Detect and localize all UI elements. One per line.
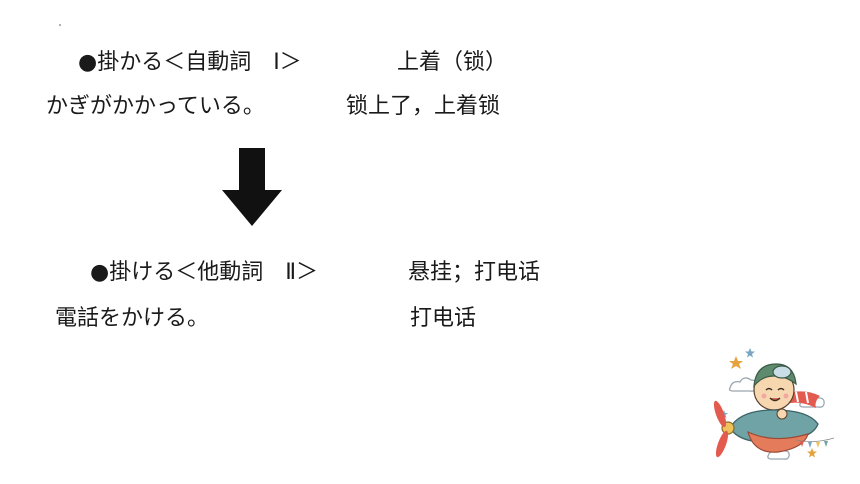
example-1-meaning: 锁上了，上着锁 [346,94,501,119]
airplane-pilot-mascot-icon [713,348,835,460]
headword-2-meaning: 悬挂；打电话 [408,260,541,285]
example-2-meaning: 打电话 [410,306,477,331]
stray-dot [59,24,61,26]
down-arrow-icon [222,148,282,226]
example-1: かぎがかかっている。 [46,94,265,119]
headword-2: ●掛ける＜他動詞 Ⅱ＞ [90,260,319,285]
headword-1-meaning: 上着（锁） [397,50,508,75]
example-2: 電話をかける。 [55,306,210,331]
headword-1: ●掛かる＜自動詞 Ⅰ＞ [78,50,302,75]
